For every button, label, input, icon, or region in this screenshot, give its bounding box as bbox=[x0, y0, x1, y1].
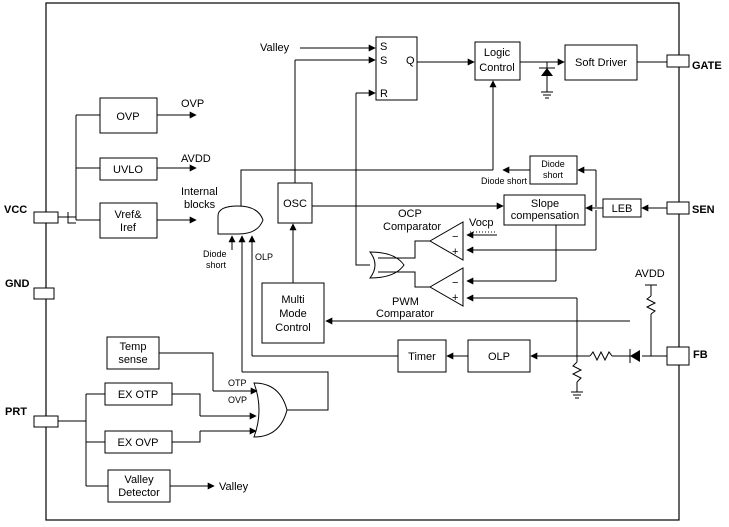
vocp-label: Vocp bbox=[469, 217, 493, 229]
soft-driver-label: Soft Driver bbox=[575, 57, 627, 69]
pin-gnd: GND bbox=[5, 278, 55, 300]
latch-r-label: R bbox=[380, 88, 388, 100]
pin-prt: PRT bbox=[5, 406, 59, 428]
valley-output-label: Valley bbox=[219, 481, 249, 493]
iref-label: Iref bbox=[120, 222, 137, 234]
ocp-label-2: Comparator bbox=[383, 221, 441, 233]
pin-prt-label: PRT bbox=[5, 406, 27, 418]
osc-label: OSC bbox=[283, 198, 307, 210]
pin-gnd-label: GND bbox=[5, 278, 30, 290]
fb-series-resistor-icon bbox=[589, 350, 613, 362]
pin-fb-label: FB bbox=[693, 349, 708, 361]
and-diode-short-label-1: Diode bbox=[203, 249, 227, 259]
latch-s2-label: S bbox=[380, 55, 387, 67]
diode-short-block-label-2: short bbox=[543, 170, 564, 180]
soft-driver-block: Soft Driver bbox=[564, 44, 638, 81]
ex-otp-label: EX OTP bbox=[118, 389, 158, 401]
valley-detector-label-2: Detector bbox=[118, 487, 160, 499]
temp-sense-block: Temp sense bbox=[106, 336, 160, 370]
ex-otp-block: EX OTP bbox=[104, 382, 173, 406]
pin-fb: FB bbox=[666, 346, 708, 366]
ocp-minus-label: − bbox=[452, 231, 458, 243]
logic-control-block: Logic Control bbox=[474, 41, 521, 81]
protection-or-gate bbox=[253, 382, 288, 438]
otp-input-label: OTP bbox=[228, 378, 247, 388]
ocp-plus-label: + bbox=[452, 246, 458, 258]
multi-mode-label-3: Control bbox=[275, 322, 310, 334]
multi-mode-label-1: Multi bbox=[281, 294, 304, 306]
diode-short-output-label: Diode short bbox=[481, 176, 528, 186]
slope-label-2: compensation bbox=[511, 210, 580, 222]
internal-blocks-label-1: Internal bbox=[181, 186, 218, 198]
pwm-label-1: PWM bbox=[392, 296, 419, 308]
multi-mode-control-block: Multi Mode Control bbox=[261, 282, 325, 344]
fb-ground-resistor-icon bbox=[571, 361, 583, 383]
multi-mode-label-2: Mode bbox=[279, 308, 307, 320]
diode-short-block: Diode short bbox=[529, 155, 578, 185]
ex-ovp-label: EX OVP bbox=[118, 437, 159, 449]
zener-diode-icon bbox=[539, 62, 555, 99]
uvlo-block: UVLO bbox=[99, 157, 158, 181]
olp-label: OLP bbox=[488, 351, 510, 363]
avdd-fb-label: AVDD bbox=[635, 268, 665, 280]
vref-label: Vref& bbox=[114, 209, 142, 221]
protection-and-gate bbox=[217, 205, 264, 235]
pin-sen: SEN bbox=[666, 201, 715, 216]
latch-q-label: Q bbox=[406, 55, 415, 67]
pin-vcc: VCC bbox=[4, 204, 59, 224]
temp-sense-label-2: sense bbox=[118, 354, 147, 366]
timer-label: Timer bbox=[408, 351, 436, 363]
pin-sen-label: SEN bbox=[692, 204, 715, 216]
ex-ovp-block: EX OVP bbox=[104, 430, 173, 454]
leb-block: LEB bbox=[602, 198, 642, 218]
logic-label-2: Control bbox=[479, 62, 514, 74]
fb-diode-icon bbox=[629, 349, 640, 363]
ovp-block: OVP bbox=[99, 97, 158, 134]
leb-label: LEB bbox=[612, 203, 633, 215]
latch-s1-label: S bbox=[380, 41, 387, 53]
osc-block: OSC bbox=[277, 182, 313, 224]
uvlo-block-label: UVLO bbox=[113, 164, 143, 176]
avdd-pullup-resistor-icon bbox=[645, 295, 657, 315]
pwm-comparator: − + bbox=[428, 267, 464, 307]
logic-label-1: Logic bbox=[484, 47, 511, 59]
timer-block: Timer bbox=[397, 339, 447, 373]
sr-latch: S S R Q bbox=[375, 36, 418, 101]
ovp-block-label: OVP bbox=[116, 111, 139, 123]
pwm-plus-label: + bbox=[452, 292, 458, 304]
and-olp-label: OLP bbox=[255, 252, 273, 262]
slope-compensation-block: Slope compensation bbox=[503, 194, 586, 226]
valley-detector-block: Valley Detector bbox=[107, 469, 171, 503]
pin-vcc-label: VCC bbox=[4, 204, 27, 216]
ovp-input-label: OVP bbox=[228, 395, 247, 405]
olp-block: OLP bbox=[467, 339, 531, 373]
valley-input-label: Valley bbox=[260, 42, 290, 54]
internal-blocks-label-2: blocks bbox=[184, 199, 216, 211]
ocp-comparator: − + bbox=[428, 221, 464, 261]
ic-package-outline bbox=[45, 2, 680, 521]
slope-label-1: Slope bbox=[531, 198, 559, 210]
diode-short-block-label-1: Diode bbox=[541, 159, 565, 169]
valley-detector-label-1: Valley bbox=[124, 474, 154, 486]
ocp-label-1: OCP bbox=[398, 208, 422, 220]
and-diode-short-label-2: short bbox=[206, 260, 227, 270]
comparator-or-gate bbox=[368, 251, 405, 279]
pin-gate-label: GATE bbox=[692, 60, 722, 72]
avdd-output-label: AVDD bbox=[181, 153, 211, 165]
pin-gate: GATE bbox=[666, 54, 722, 72]
vref-iref-block: Vref& Iref bbox=[99, 202, 158, 239]
pwm-label-2: Comparator bbox=[376, 308, 434, 320]
temp-sense-label-1: Temp bbox=[120, 341, 147, 353]
pwm-minus-label: − bbox=[452, 277, 458, 289]
ovp-output-label: OVP bbox=[181, 98, 204, 110]
